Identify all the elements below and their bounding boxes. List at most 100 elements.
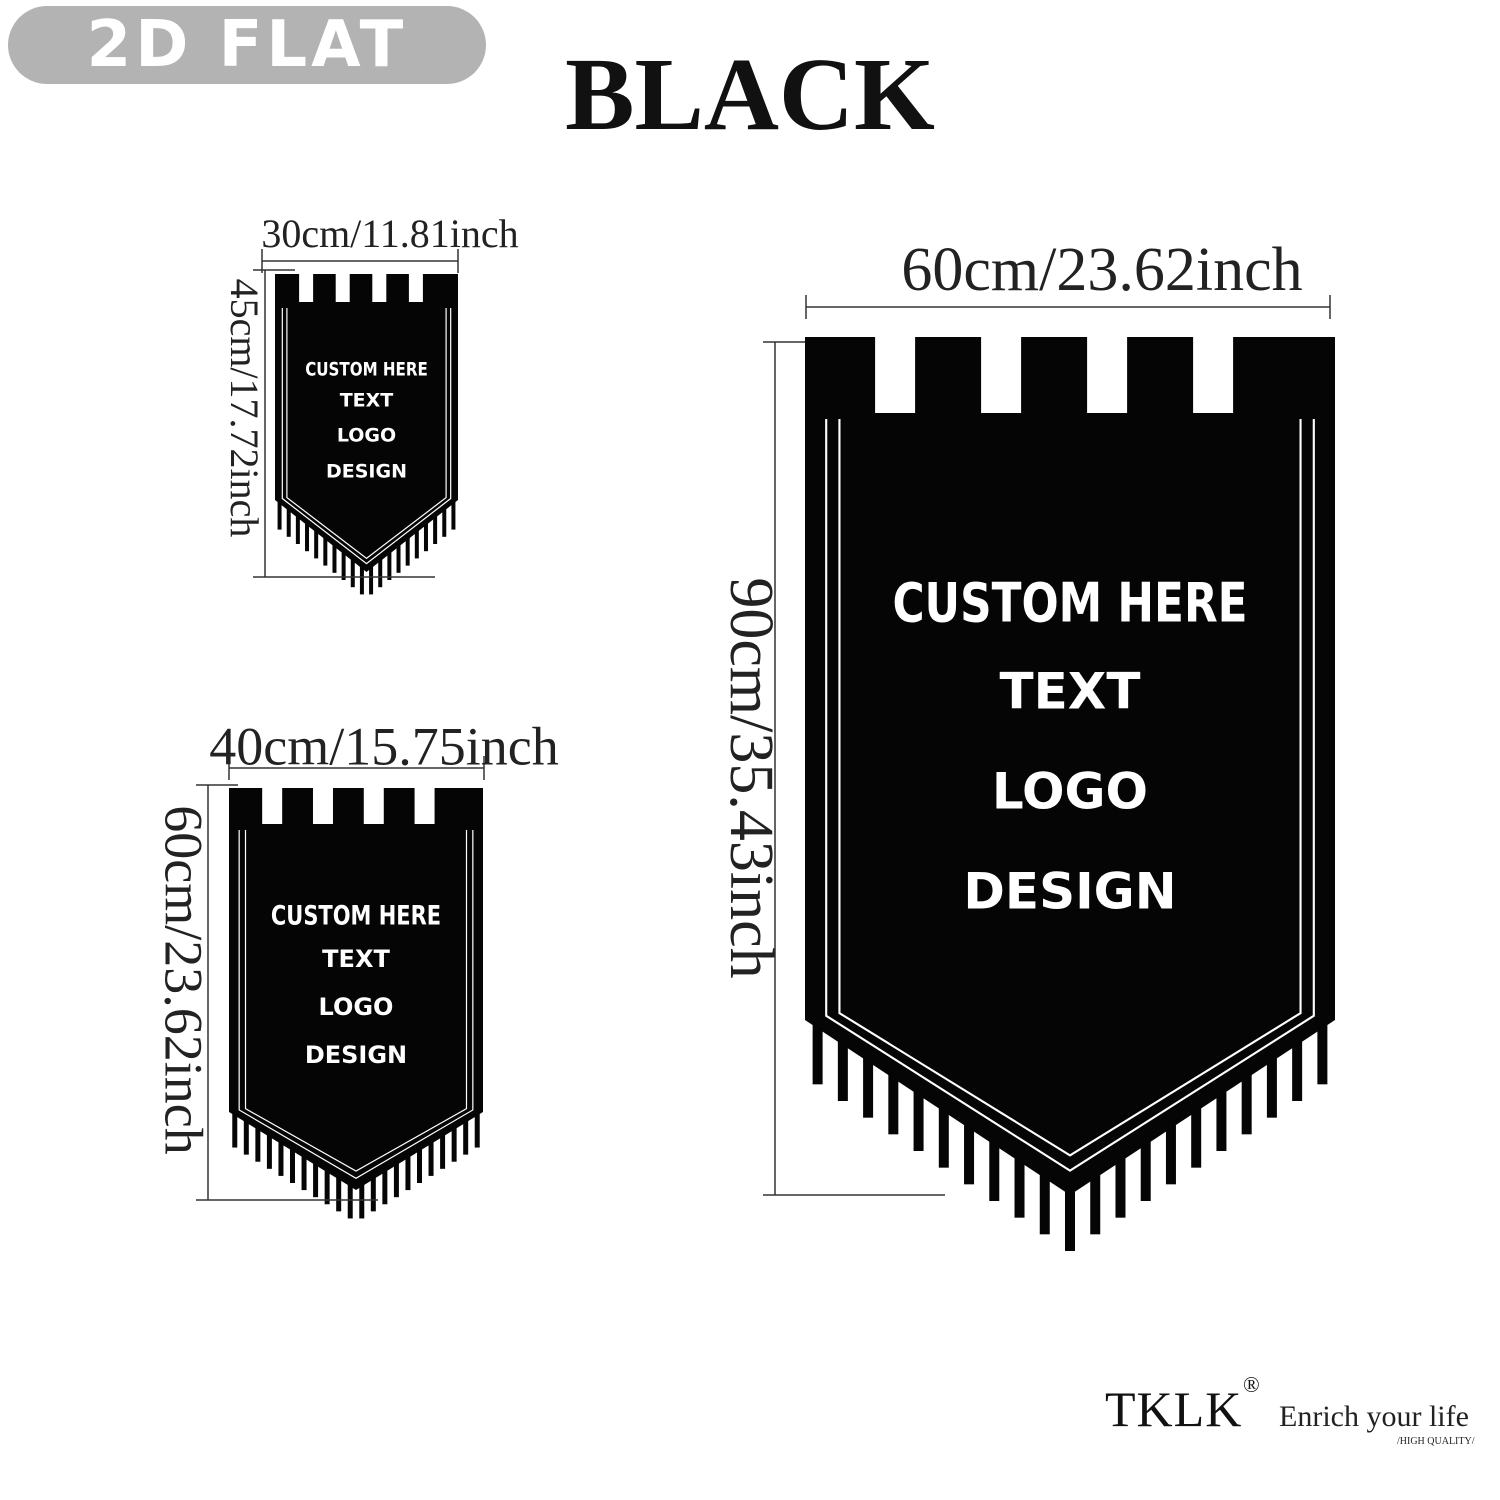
fringe-tassel: [378, 551, 383, 588]
fringe-tassel: [428, 1133, 434, 1176]
fringe-tassel: [1140, 1135, 1151, 1201]
hanging-notch: [262, 787, 283, 824]
fringe-tassel: [314, 522, 319, 559]
fringe-tassel: [964, 1118, 975, 1185]
fringe-tassel: [863, 1051, 874, 1118]
fringe-tassel: [1065, 1185, 1075, 1251]
banner-text-line: DESIGN: [326, 461, 407, 483]
fringe-tassel: [405, 1148, 411, 1191]
banner-text-line: DESIGN: [963, 863, 1176, 921]
banner-text-line: CUSTOM HERE: [892, 572, 1247, 635]
height-label: 60cm/23.62inch: [154, 805, 214, 1154]
fringe-tassel: [405, 529, 410, 566]
banner-medium: CUSTOM HERE TEXT LOGO DESIGN 40cm/15.75inch 6…: [154, 716, 559, 1219]
banner-text-line: TEXT: [340, 390, 394, 412]
banner-text-line: CUSTOM HERE: [305, 359, 428, 381]
width-label: 30cm/11.81inch: [261, 211, 518, 256]
fringe-tassel: [232, 1105, 238, 1148]
inner-border-line: [286, 308, 447, 560]
fringe-tassel: [382, 1162, 388, 1205]
banner-text-line: CUSTOM HERE: [271, 901, 441, 932]
fringe-tassel: [837, 1035, 848, 1101]
fringe-tassel: [440, 1126, 446, 1169]
banner-text-line: LOGO: [992, 763, 1148, 821]
brand-subtagline: /HIGH QUALITY/: [1397, 1436, 1475, 1447]
fringe-tassel: [423, 515, 428, 552]
fringe-tassel: [1165, 1118, 1176, 1185]
registered-mark: ®: [1243, 1372, 1260, 1397]
hanging-notch: [1193, 336, 1234, 413]
banner-small: CUSTOM HERE TEXT LOGO DESIGN 30cm/11.81inch 4…: [222, 211, 519, 595]
width-label: 40cm/15.75inch: [209, 716, 558, 776]
fringe-tassel: [266, 1126, 272, 1169]
banner-text-line: TEXT: [322, 945, 390, 973]
fringe-tassel: [295, 508, 300, 544]
fringe-tassel: [1115, 1151, 1126, 1218]
fringe-tassel: [1241, 1068, 1252, 1135]
hanging-notch: [1087, 336, 1128, 413]
fringe-tassel: [350, 551, 355, 588]
fringe-tassel: [324, 1162, 330, 1205]
inner-border-line: [238, 830, 474, 1180]
fringe-tassel: [387, 544, 392, 580]
fringe-tassel: [393, 1155, 399, 1198]
fringe: [232, 1105, 480, 1219]
fringe-tassel: [913, 1085, 924, 1151]
hanging-notch: [372, 273, 387, 302]
fringe-tassel: [812, 1018, 823, 1085]
inner-border-line: [281, 308, 452, 565]
fringe-tassel: [414, 522, 419, 559]
width-label: 60cm/23.62inch: [901, 236, 1302, 304]
fringe-tassel: [451, 493, 456, 530]
hanging-notch: [299, 273, 314, 302]
fringe-tassel: [1039, 1168, 1050, 1235]
fringe-tassel: [341, 544, 346, 580]
banner-text-line: LOGO: [337, 425, 396, 447]
fringe-tassel: [332, 536, 337, 573]
hanging-notch: [312, 787, 333, 824]
fringe-tassel: [278, 1133, 284, 1176]
banner-body: [229, 788, 483, 1190]
banner-text-line: TEXT: [1000, 663, 1141, 721]
inner-border-line: [838, 419, 1302, 1157]
brand-logo: TKLK ® Enrich your life /HIGH QUALITY/: [1105, 1372, 1495, 1450]
banner-text-line: DESIGN: [305, 1041, 407, 1069]
banner-large: CUSTOM HERE TEXT LOGO DESIGN 60cm/23.62inch 9…: [717, 236, 1335, 1251]
fringe-tassel: [370, 1169, 376, 1212]
brand-tagline: Enrich your life: [1279, 1400, 1469, 1433]
hanging-notch: [408, 273, 423, 302]
fringe-tassel: [1317, 1018, 1328, 1085]
fringe-tassel: [305, 515, 310, 552]
fringe-tassel: [323, 529, 328, 566]
fringe-tassel: [347, 1176, 353, 1219]
fringe-tassel: [417, 1141, 422, 1183]
fringe-tassel: [359, 1176, 365, 1219]
fringe-tassel: [286, 500, 291, 537]
banner-body: [275, 274, 458, 572]
fringe-tassel: [301, 1148, 307, 1191]
inner-border-line: [244, 830, 468, 1172]
fringe-tassel: [290, 1141, 295, 1183]
hanging-notch: [875, 336, 916, 413]
flat-badge: 2D FLAT: [8, 6, 486, 84]
page-title: BLACK: [565, 37, 935, 152]
fringe-tassel: [336, 1169, 342, 1212]
brand-name: TKLK: [1105, 1381, 1243, 1437]
height-label: 90cm/35.43inch: [717, 577, 785, 978]
fringe-tassel: [888, 1068, 899, 1135]
fringe-tassel: [433, 508, 438, 544]
fringe-tassel: [1292, 1035, 1303, 1101]
fringe-tassel: [396, 536, 401, 573]
fringe-tassel: [463, 1112, 469, 1155]
hanging-notch: [414, 787, 435, 824]
fringe-tassel: [442, 500, 447, 537]
hanging-notch: [363, 787, 384, 824]
fringe-tassel: [1216, 1085, 1227, 1151]
hanging-notch: [335, 273, 350, 302]
banner-text-line: LOGO: [319, 993, 394, 1021]
height-label: 45cm/17.72inch: [222, 279, 267, 538]
fringe-tassel: [1014, 1151, 1025, 1218]
banner-body: [805, 337, 1335, 1195]
fringe-tassel: [938, 1101, 949, 1168]
fringe-tassel: [313, 1155, 319, 1198]
